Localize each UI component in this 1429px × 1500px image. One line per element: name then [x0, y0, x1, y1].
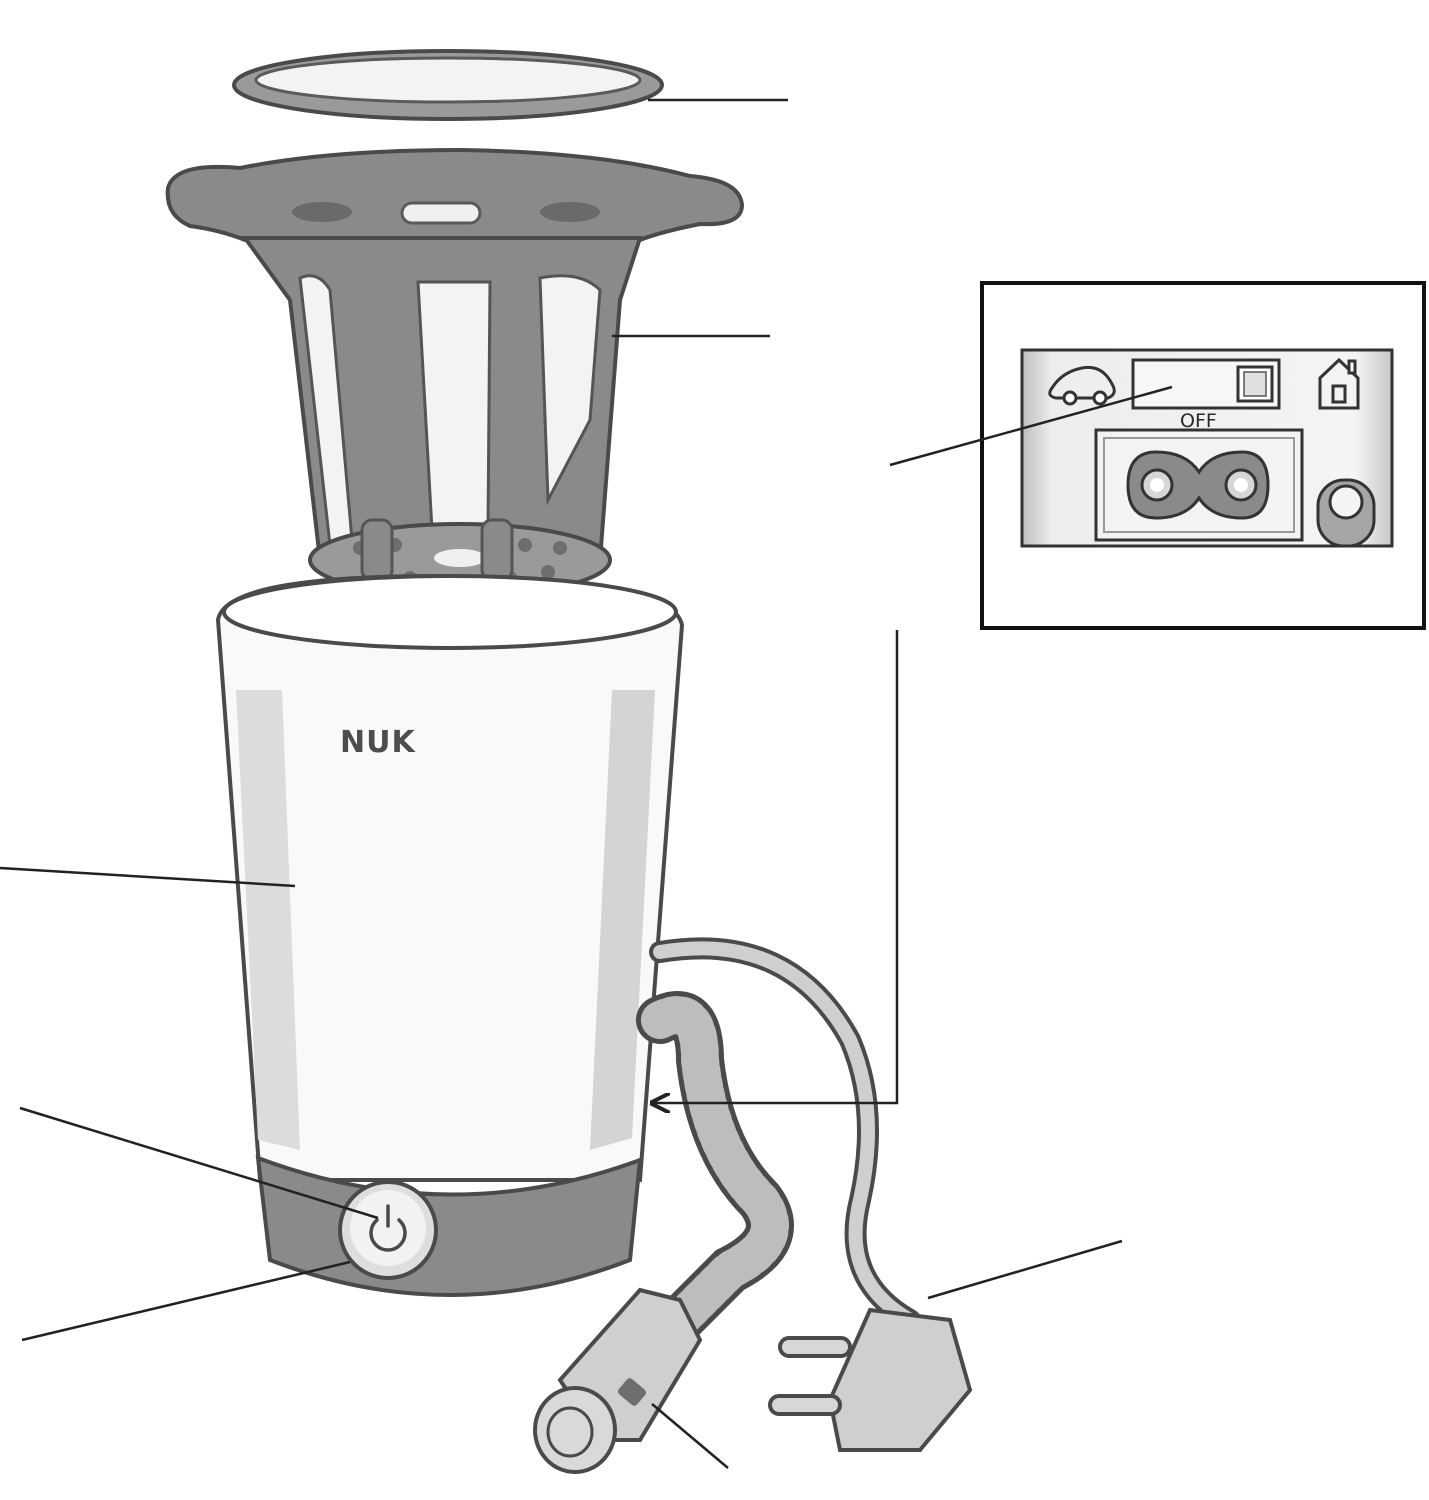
leader-line-power-button [19, 1106, 379, 1220]
brand-logo: NUK [340, 725, 416, 760]
switch-off-label: OFF [1180, 410, 1217, 432]
figure-eight-socket-icon [1094, 428, 1304, 542]
inset-pointer-arrow [652, 630, 899, 1103]
car-plug [533, 1287, 703, 1474]
power-icon [369, 1204, 407, 1252]
inset-panel: OFF [980, 281, 1426, 630]
warmer-body: NUK [215, 573, 685, 1182]
leader-line-body [0, 866, 296, 888]
mains-plug [768, 1307, 973, 1452]
lid-ring [232, 49, 664, 121]
bottle-basket [165, 147, 745, 598]
coiled-car-cable [636, 991, 794, 1344]
leader-line-switch [889, 385, 1173, 467]
leader-line-base [21, 1260, 351, 1342]
leader-line-mains-plug [927, 1239, 1123, 1300]
warmer-base [255, 1154, 643, 1297]
car-icon [1048, 365, 1116, 406]
mode-switch[interactable] [1131, 358, 1281, 410]
house-icon [1318, 357, 1360, 410]
reset-button[interactable] [1316, 478, 1376, 548]
leader-line-car-plug [651, 1403, 729, 1469]
